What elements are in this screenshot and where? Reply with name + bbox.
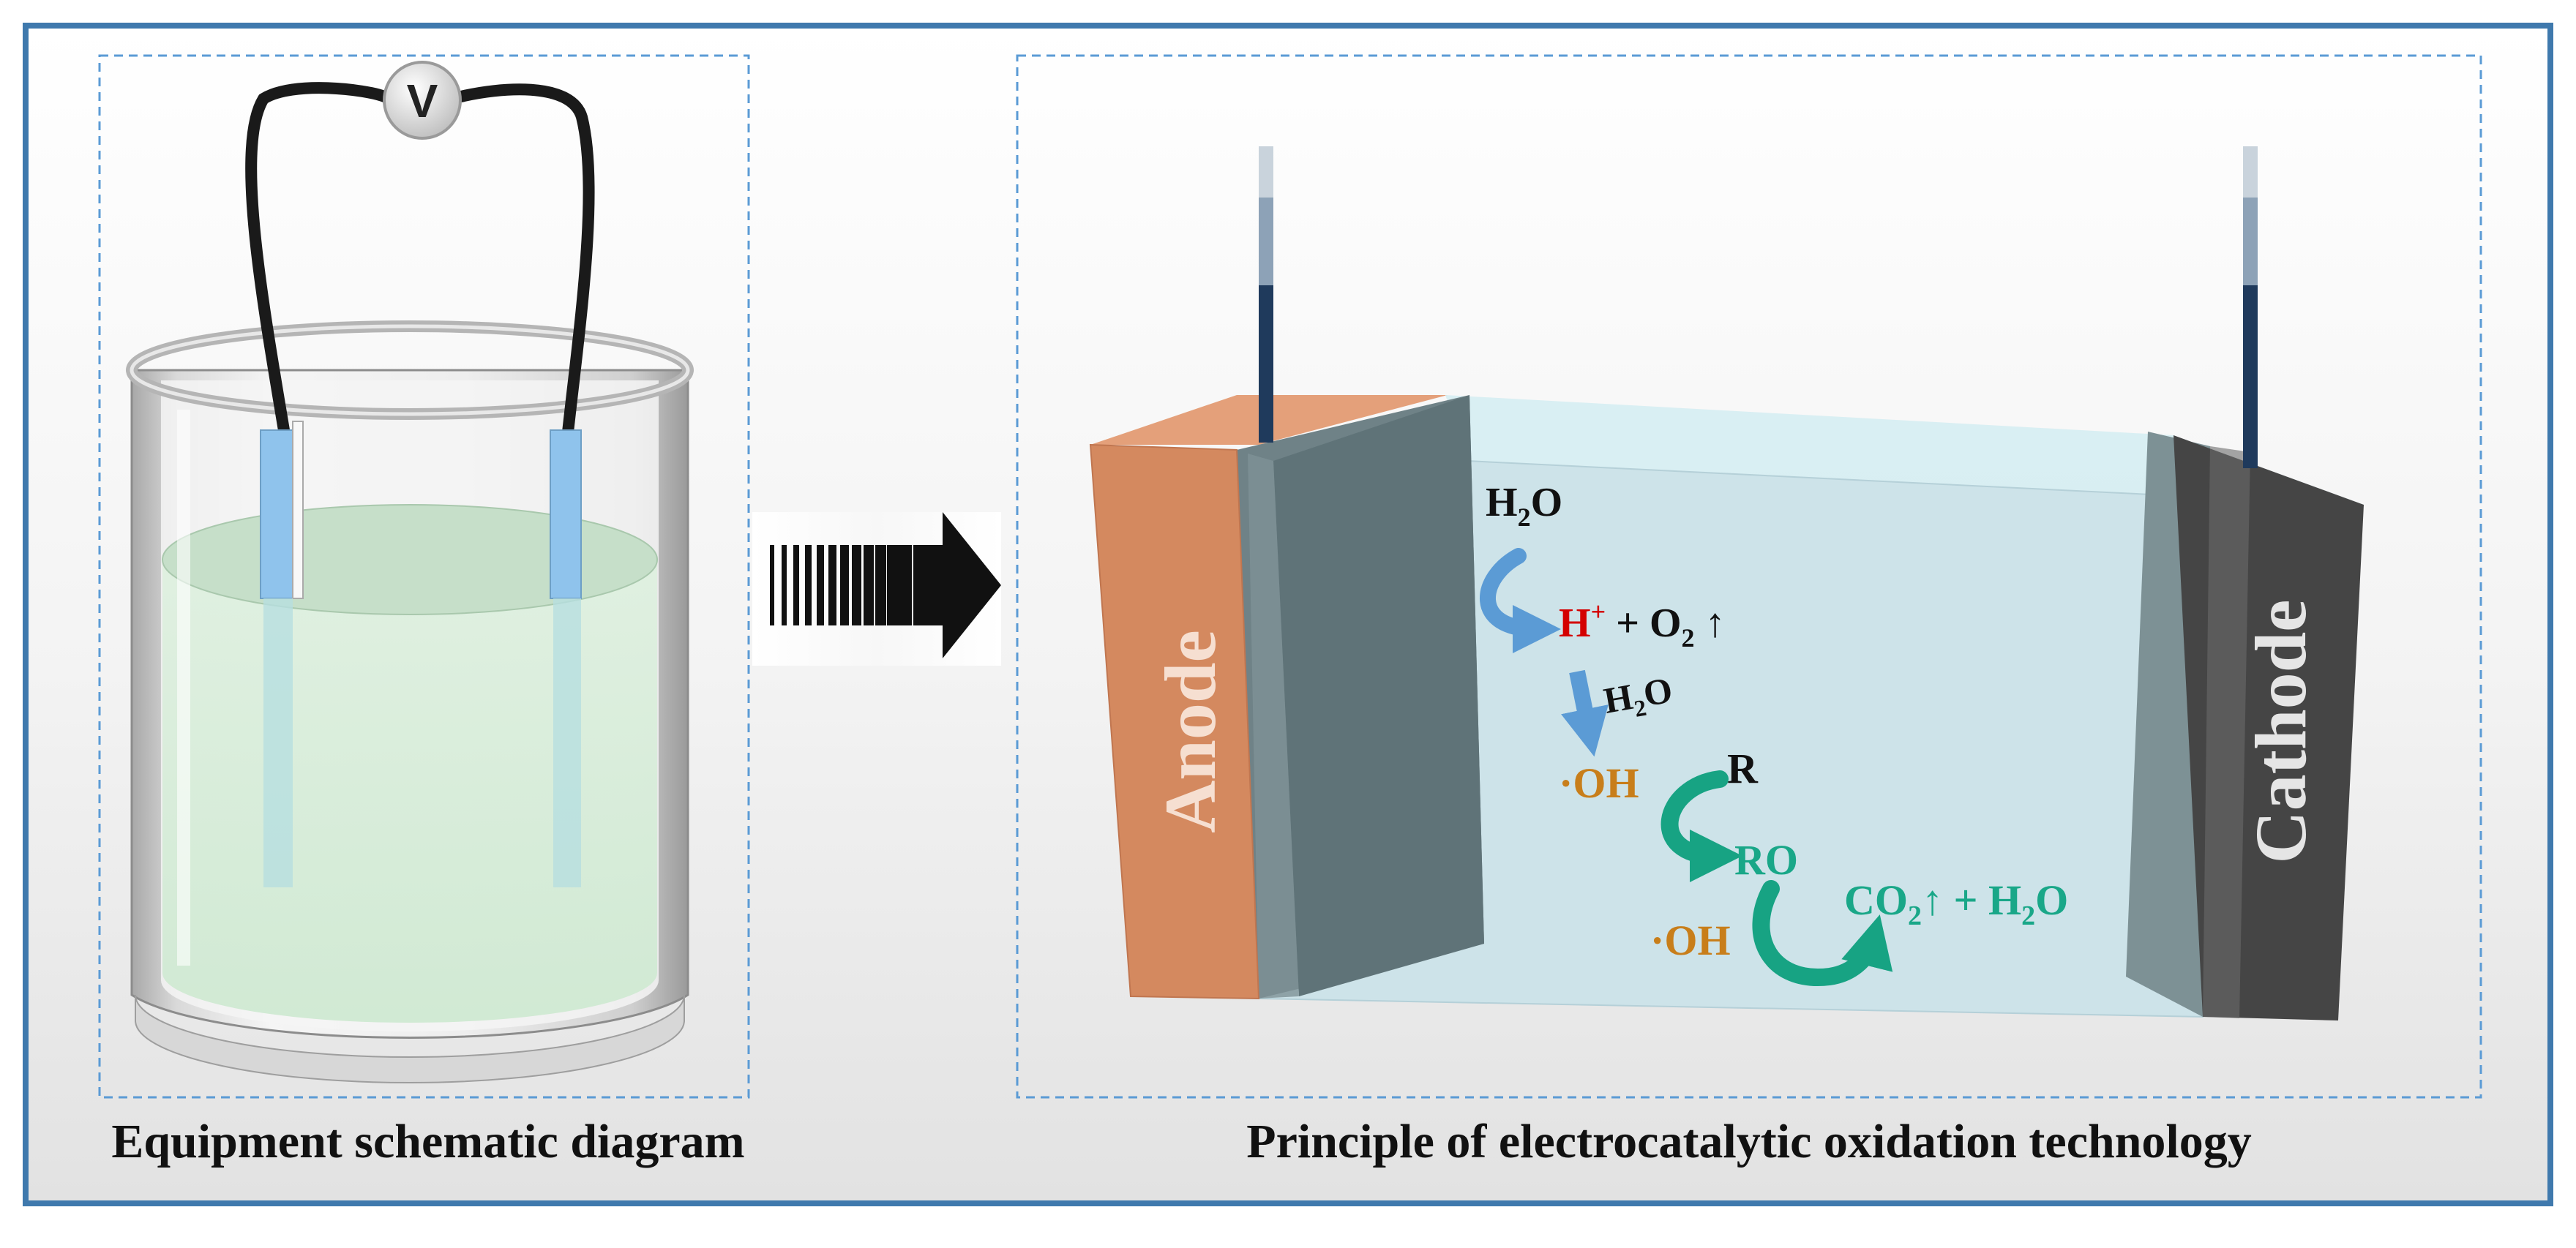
anode-label: Anode xyxy=(1150,630,1231,833)
arrow-r-to-ro xyxy=(1660,770,1742,882)
water-label-1: H2O xyxy=(1486,480,1562,532)
products-label: CO2↑ + H2O xyxy=(1844,876,2068,931)
pollutant-r-label: R xyxy=(1727,745,1759,792)
left-wire xyxy=(245,82,390,445)
left-electrode xyxy=(260,421,304,887)
cathode-lead xyxy=(2243,146,2258,468)
intermediate-ro-label: RO xyxy=(1734,836,1798,884)
anode-plate-face xyxy=(1273,395,1484,996)
arrow-to-hydroxyl xyxy=(1561,669,1609,757)
anode-lead xyxy=(1259,146,1273,443)
hydroxyl-label-2: ·OH xyxy=(1650,917,1731,964)
principle-caption: Principle of electrocatalytic oxidation … xyxy=(1246,1115,2252,1168)
reaction-step-1: H+ + O2 ↑ xyxy=(1559,597,1726,653)
arrow-ro-to-products xyxy=(1752,880,1893,987)
transition-arrow xyxy=(752,512,1001,666)
hydroxyl-label-1: ·OH xyxy=(1559,759,1639,807)
beaker xyxy=(126,320,694,1083)
cathode-label: Cathode xyxy=(2240,599,2321,863)
arrow-water-oxidation xyxy=(1480,548,1561,653)
electrolyte-top xyxy=(1445,395,2364,505)
right-wire xyxy=(455,83,595,445)
voltmeter-label: V xyxy=(407,75,438,127)
equipment-caption: Equipment schematic diagram xyxy=(111,1115,744,1168)
principle-panel-border xyxy=(1016,54,2482,1099)
right-electrode xyxy=(550,429,582,887)
voltmeter: V xyxy=(383,61,462,140)
equipment-panel-border xyxy=(98,54,750,1099)
anode-block xyxy=(1089,443,1260,1000)
water-label-2: H2O xyxy=(1600,669,1677,726)
